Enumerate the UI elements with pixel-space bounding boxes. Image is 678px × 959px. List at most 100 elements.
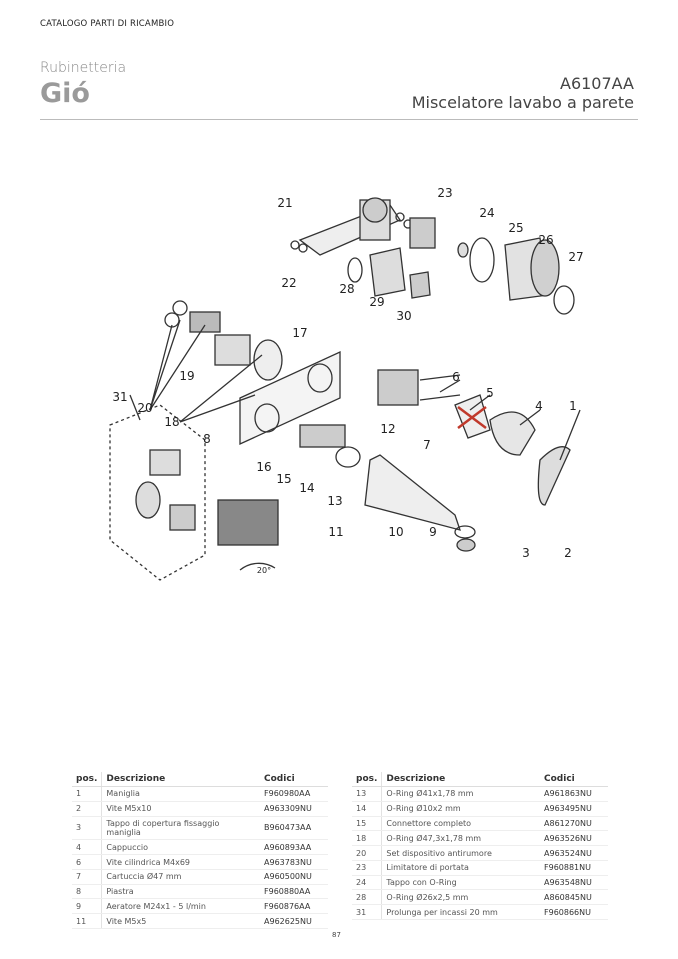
cell-desc: Aeratore M24x1 - 5 l/min <box>101 898 260 915</box>
cell-code: A860845NU <box>540 889 608 906</box>
cell-pos: 1 <box>72 786 102 802</box>
cell-pos: 13 <box>352 786 382 802</box>
cell-code: A963526NU <box>540 830 608 847</box>
cell-code: F960880AA <box>260 884 328 900</box>
col-desc: Descrizione <box>381 772 540 787</box>
callout-7: 7 <box>423 438 431 452</box>
angle-label: 20° <box>257 566 271 575</box>
cell-pos: 6 <box>72 854 102 870</box>
callout-12: 12 <box>380 422 395 436</box>
cell-desc: O-Ring Ø26x2,5 mm <box>381 889 540 906</box>
header-divider <box>40 119 638 120</box>
callout-5: 5 <box>486 386 494 400</box>
cell-pos: 2 <box>72 801 102 817</box>
callout-11: 11 <box>328 525 343 539</box>
callout-9: 9 <box>429 525 437 539</box>
callout-22: 22 <box>281 276 296 290</box>
callout-15: 15 <box>276 472 291 486</box>
callout-31: 31 <box>112 390 127 404</box>
col-code: Codici <box>260 772 328 787</box>
diagram-callouts: 21 23 24 25 26 27 22 28 29 30 17 19 31 2… <box>112 186 583 575</box>
callout-10: 10 <box>388 525 403 539</box>
cell-pos: 20 <box>352 845 382 861</box>
cell-desc: Vite M5x5 <box>101 913 260 930</box>
callout-8: 8 <box>203 432 211 446</box>
callout-13: 13 <box>327 494 342 508</box>
col-pos: pos. <box>352 772 382 787</box>
cell-code: A861270NU <box>540 816 608 832</box>
callout-3: 3 <box>522 546 530 560</box>
callout-29: 29 <box>369 295 384 309</box>
cell-code: A962625NU <box>260 913 328 930</box>
product-title: Miscelatore lavabo a parete <box>411 93 634 112</box>
cell-pos: 8 <box>72 884 102 900</box>
cell-code: B960473AA <box>260 816 328 841</box>
cell-code: A960500NU <box>260 869 328 885</box>
callout-4: 4 <box>535 399 543 413</box>
cell-desc: Vite M5x10 <box>101 801 260 817</box>
cell-desc: O-Ring Ø10x2 mm <box>381 801 540 817</box>
cell-pos: 11 <box>72 913 102 930</box>
cell-desc: Cartuccia Ø47 mm <box>101 869 260 885</box>
cell-code: A961863NU <box>540 786 608 802</box>
cell-desc: Cappuccio <box>101 839 260 856</box>
cell-code: A963495NU <box>540 801 608 817</box>
callout-25: 25 <box>508 221 523 235</box>
cell-pos: 15 <box>352 816 382 832</box>
cell-pos: 28 <box>352 889 382 906</box>
cell-code: A963309NU <box>260 801 328 817</box>
callout-18: 18 <box>164 415 179 429</box>
product-code: A6107AA <box>560 74 634 93</box>
cell-pos: 3 <box>72 816 102 841</box>
page-number: 87 <box>332 931 341 939</box>
callout-16: 16 <box>256 460 271 474</box>
diagram-parts <box>109 197 581 581</box>
cell-pos: 7 <box>72 869 102 885</box>
cell-desc: Tappo con O-Ring <box>381 875 540 891</box>
cell-pos: 14 <box>352 801 382 817</box>
cell-code: A963783NU <box>260 854 328 870</box>
cell-code: A963548NU <box>540 875 608 891</box>
cell-desc: Limitatore di portata <box>381 860 540 876</box>
col-pos: pos. <box>72 772 102 787</box>
cell-pos: 23 <box>352 860 382 876</box>
callout-27: 27 <box>568 250 583 264</box>
cell-desc: O-Ring Ø41x1,78 mm <box>381 786 540 802</box>
cell-pos: 9 <box>72 898 102 915</box>
callout-23: 23 <box>437 186 452 200</box>
cell-code: A960893AA <box>260 839 328 856</box>
callout-21: 21 <box>277 196 292 210</box>
cell-desc: Prolunga per incassi 20 mm <box>381 904 540 921</box>
callout-26: 26 <box>538 233 553 247</box>
cell-pos: 24 <box>352 875 382 891</box>
callout-6: 6 <box>452 370 460 384</box>
catalog-header: CATALOGO PARTI DI RICAMBIO <box>40 19 175 29</box>
model-name: Gió <box>40 78 90 109</box>
cell-code: F960876AA <box>260 898 328 915</box>
callout-2: 2 <box>564 546 572 560</box>
brand-label: Rubinetteria <box>40 60 127 76</box>
cell-code: A963524NU <box>540 845 608 861</box>
callout-30: 30 <box>396 309 411 323</box>
callout-14: 14 <box>299 481 314 495</box>
cell-desc: Vite cilindrica M4x69 <box>101 854 260 870</box>
callout-20: 20 <box>137 401 152 415</box>
cell-desc: Tappo di copertura fissaggio maniglia <box>101 816 260 841</box>
